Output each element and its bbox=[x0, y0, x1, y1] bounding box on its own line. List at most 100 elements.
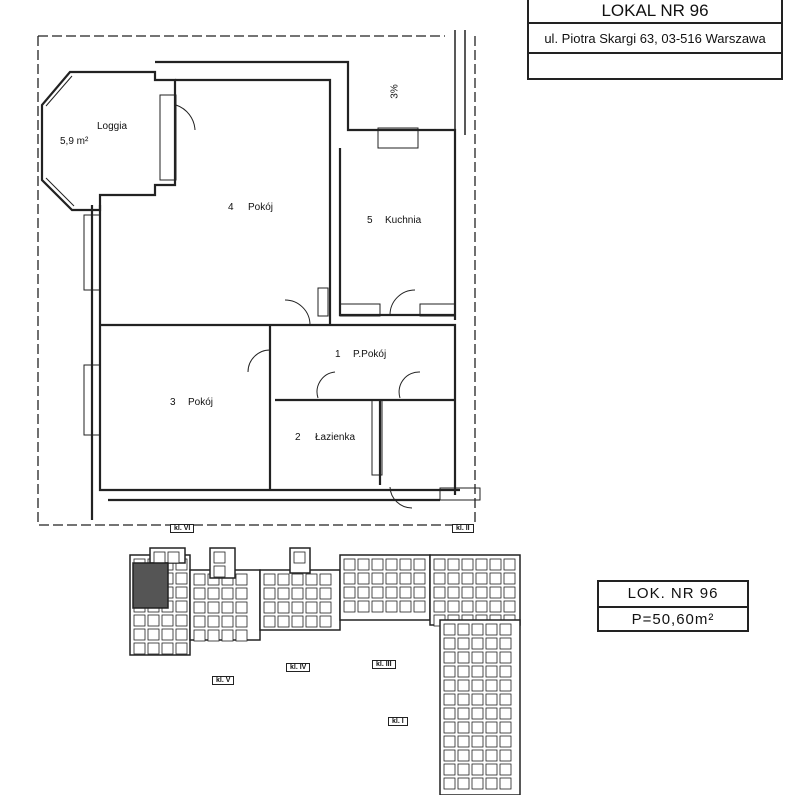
apartment-cell bbox=[207, 601, 220, 614]
apartment-cell bbox=[489, 600, 502, 613]
staircase-label: kl. III bbox=[372, 660, 396, 669]
apartment-cell bbox=[343, 600, 356, 613]
apartment-cell bbox=[319, 573, 332, 586]
apartment-cell bbox=[147, 614, 160, 627]
apartment-cell bbox=[235, 587, 248, 600]
apartment-cell bbox=[443, 665, 456, 678]
apartment-cell bbox=[489, 586, 502, 599]
apartment-cell bbox=[319, 615, 332, 628]
apartment-cell bbox=[293, 551, 306, 564]
apartment-cell bbox=[471, 693, 484, 706]
plot-boundary bbox=[37, 35, 476, 526]
apartment-cell bbox=[371, 600, 384, 613]
site-plan bbox=[129, 547, 521, 795]
apartment-cell bbox=[471, 637, 484, 650]
apartment-cell bbox=[343, 558, 356, 571]
apartment-cell bbox=[399, 572, 412, 585]
unit-area: P=50,60m² bbox=[631, 611, 715, 628]
apartment-cell bbox=[485, 693, 498, 706]
apartment-cell bbox=[471, 665, 484, 678]
room-4-number: 4 bbox=[228, 202, 234, 213]
staircase-label: kl. V bbox=[212, 676, 235, 685]
apartment-cell bbox=[457, 665, 470, 678]
apartment-cell bbox=[471, 749, 484, 762]
apartment-cell bbox=[235, 615, 248, 628]
apartment-cell bbox=[485, 637, 498, 650]
apartment-cell bbox=[457, 623, 470, 636]
apartment-cell bbox=[193, 587, 206, 600]
apartment-cell bbox=[413, 572, 426, 585]
apartment-cell bbox=[457, 777, 470, 790]
room-3-name: Pokój bbox=[188, 397, 214, 408]
apartment-cell bbox=[385, 572, 398, 585]
apartment-cell bbox=[147, 642, 160, 655]
apartment-cell bbox=[399, 600, 412, 613]
apartment-cell bbox=[443, 623, 456, 636]
apartment-cell bbox=[471, 721, 484, 734]
apartment-cell bbox=[147, 628, 160, 641]
apartment-cell bbox=[277, 601, 290, 614]
apartment-cell bbox=[499, 707, 512, 720]
apartment-cell bbox=[413, 558, 426, 571]
apartment-cell bbox=[207, 629, 220, 642]
apartment-cell bbox=[499, 777, 512, 790]
apartment-cell bbox=[133, 614, 146, 627]
apartment-cell bbox=[161, 642, 174, 655]
apartment-cell bbox=[133, 642, 146, 655]
apartment-cell bbox=[471, 777, 484, 790]
apartment-cell bbox=[447, 600, 460, 613]
apartment-cell bbox=[167, 551, 180, 564]
room-2-number: 2 bbox=[295, 432, 301, 443]
staircase-label: kl. I bbox=[388, 717, 408, 726]
apartment-cell bbox=[305, 573, 318, 586]
apartment-cell bbox=[489, 572, 502, 585]
apartment-cell bbox=[503, 572, 516, 585]
wall-outline bbox=[90, 60, 460, 520]
apartment-cell bbox=[235, 573, 248, 586]
apartment-cell bbox=[499, 665, 512, 678]
apartment-cell bbox=[485, 763, 498, 776]
apartment-cell bbox=[399, 586, 412, 599]
loggia bbox=[40, 70, 177, 212]
apartment-cell bbox=[357, 558, 370, 571]
apartment-cell bbox=[235, 601, 248, 614]
apartment-cell bbox=[485, 665, 498, 678]
apartment-cell bbox=[193, 629, 206, 642]
apartment-cell bbox=[213, 565, 226, 578]
apartment-cell bbox=[385, 586, 398, 599]
apartment-cell bbox=[475, 586, 488, 599]
apartment-cell bbox=[343, 586, 356, 599]
apartment-cell bbox=[461, 572, 474, 585]
apartment-cell bbox=[485, 679, 498, 692]
apartment-cell bbox=[443, 735, 456, 748]
staircase-label: kl. VI bbox=[170, 524, 195, 533]
unit-summary: LOK. NR 96 P=50,60m² bbox=[597, 580, 749, 632]
apartment-cell bbox=[475, 572, 488, 585]
apartment-cell bbox=[221, 587, 234, 600]
apartment-cell bbox=[457, 735, 470, 748]
apartment-cell bbox=[485, 735, 498, 748]
room-5-number: 5 bbox=[367, 215, 373, 226]
staircase-label: kl. IV bbox=[286, 663, 311, 672]
apartment-cell bbox=[471, 623, 484, 636]
apartment-cell bbox=[471, 735, 484, 748]
apartment-cell bbox=[433, 586, 446, 599]
apartment-cell bbox=[499, 735, 512, 748]
apartment-cell bbox=[277, 615, 290, 628]
apartment-cell bbox=[485, 749, 498, 762]
room-1-name: P.Pokój bbox=[353, 349, 387, 360]
apartment-cell bbox=[499, 651, 512, 664]
apartment-cell bbox=[461, 558, 474, 571]
apartment-cell bbox=[175, 600, 188, 613]
apartment-cell bbox=[485, 707, 498, 720]
apartment-cell bbox=[485, 777, 498, 790]
apartment-cell bbox=[447, 586, 460, 599]
apartment-cell bbox=[221, 615, 234, 628]
apartment-cell bbox=[319, 587, 332, 600]
apartment-cell bbox=[471, 763, 484, 776]
apartment-cell bbox=[503, 558, 516, 571]
apartment-cell bbox=[499, 763, 512, 776]
apartment-cell bbox=[457, 763, 470, 776]
room-4-name: Pokój bbox=[248, 202, 274, 213]
